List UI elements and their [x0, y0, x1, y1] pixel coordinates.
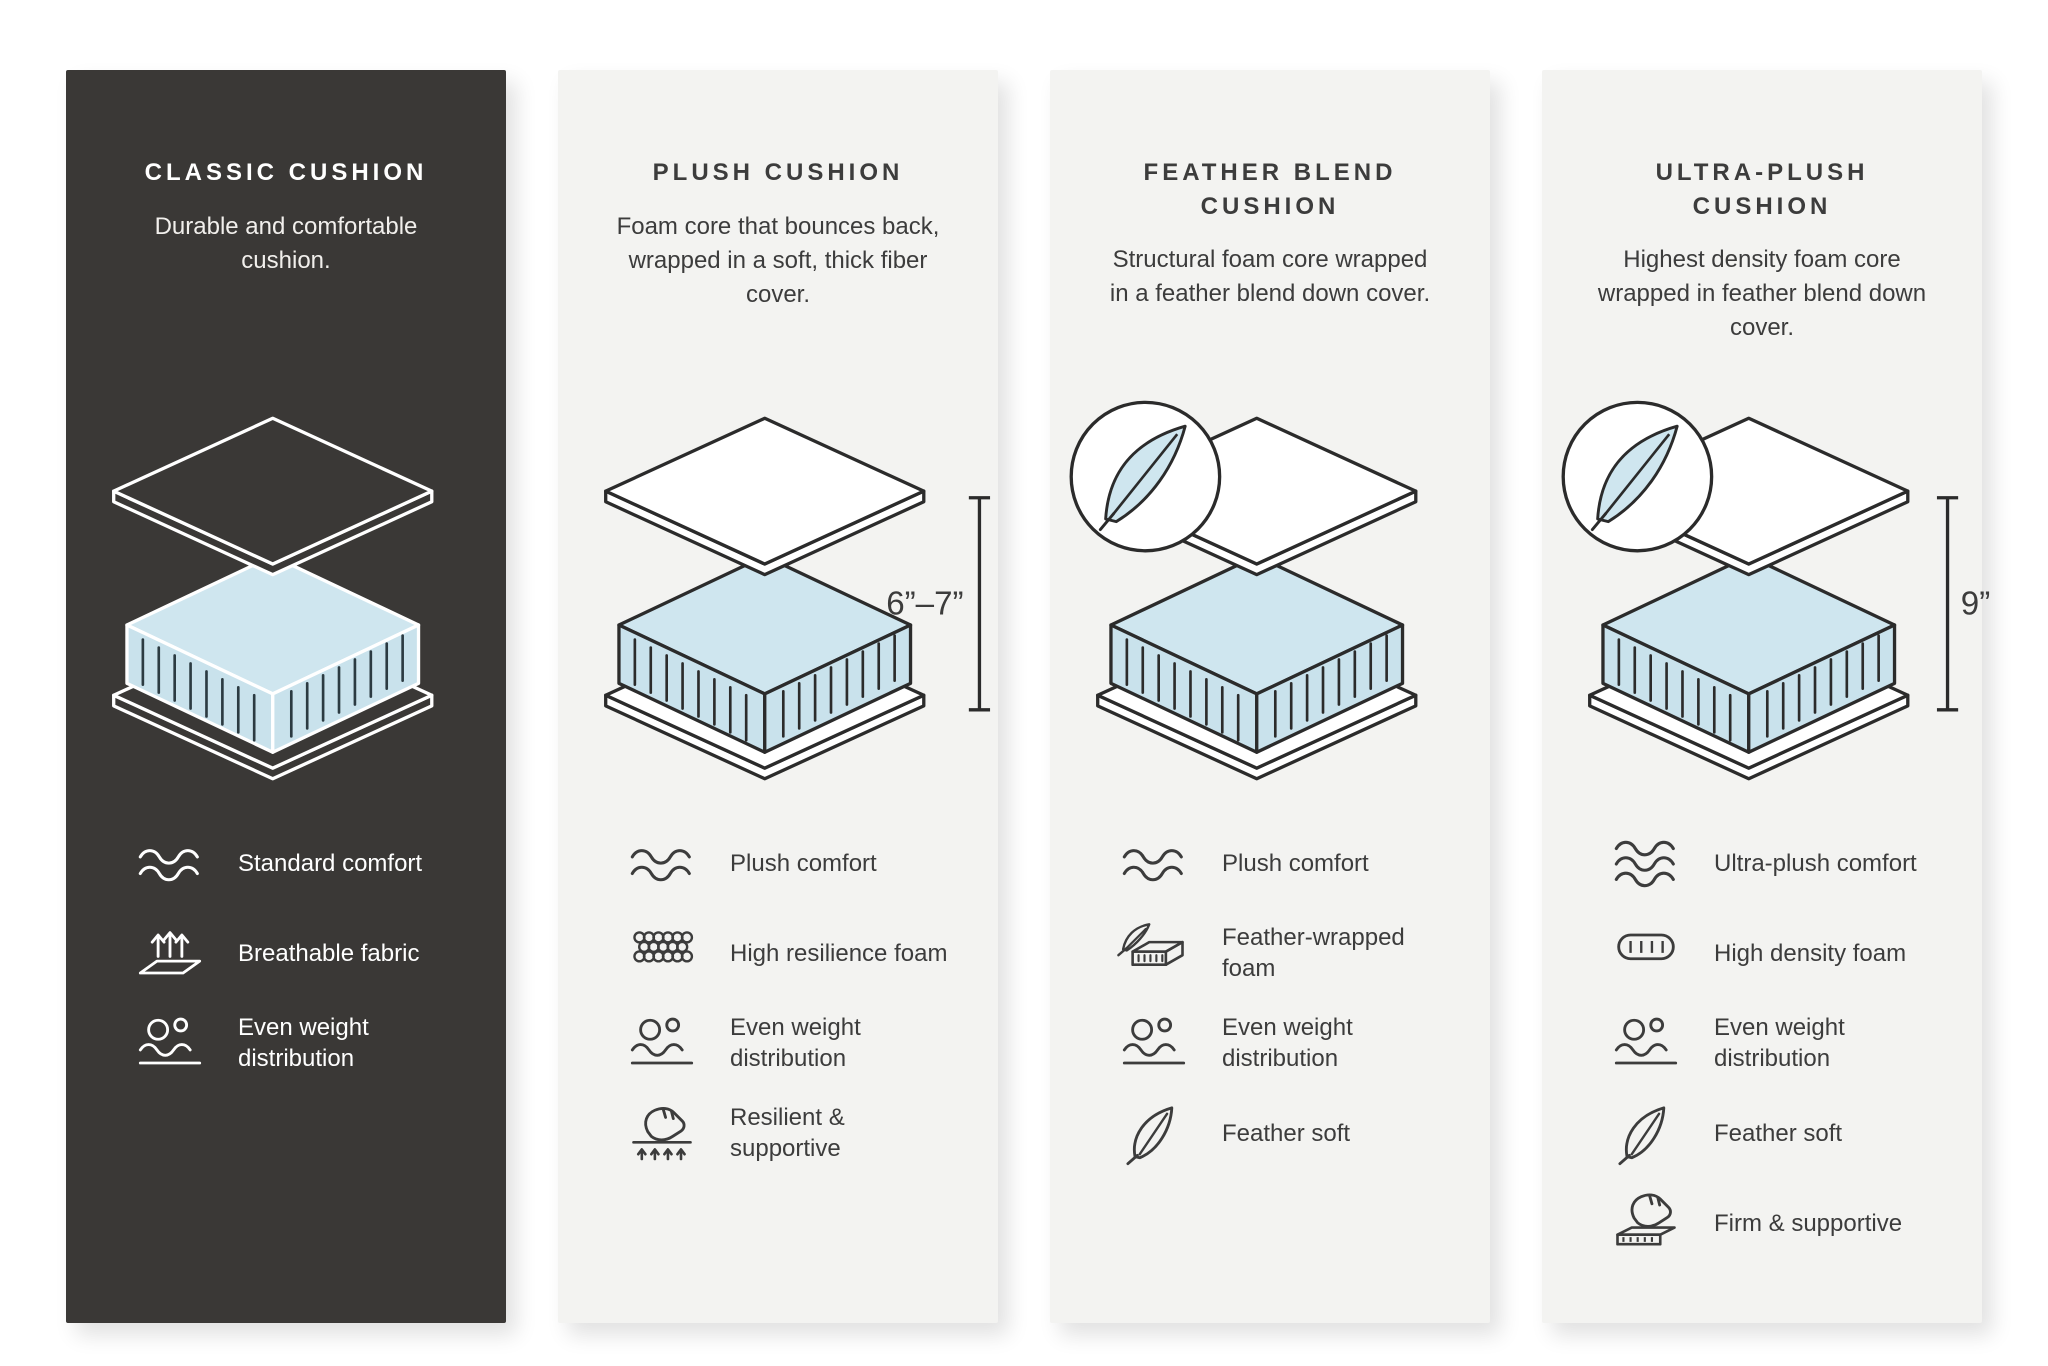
card-description: Highest density foam core wrapped in fea… [1597, 246, 1927, 342]
weight-distribution-icon [622, 1013, 702, 1075]
waves-icon [130, 833, 210, 895]
feature-list: Ultra-plush comfort High density foam Ev… [1542, 833, 1982, 1255]
feature-label: Feather soft [1222, 1119, 1351, 1147]
card-header: FEATHER BLEND CUSHION Structural foam co… [1050, 70, 1490, 405]
feature-label: High density foam [1714, 939, 1907, 967]
card-description: Foam core that bounces back, wrapped in … [616, 212, 940, 308]
waves-icon [622, 833, 702, 895]
cushion-layers-icon: 9” [1561, 400, 1990, 792]
feather-icon [1114, 1103, 1194, 1166]
card-feather-blend-cushion: FEATHER BLEND CUSHION Structural foam co… [1050, 70, 1490, 1323]
feather-badge-icon [1069, 400, 1222, 553]
hand-press-icon [622, 1103, 702, 1165]
feature-label: Resilient & supportive [730, 1104, 845, 1162]
feature-label: Even weight distribution [1714, 1014, 1845, 1072]
dimension-label: 6”–7” [886, 585, 963, 622]
cushion-illustration: 9” [1542, 400, 1990, 797]
card-title: PLUSH CUSHION [652, 159, 904, 186]
feature-row: Plush comfort [1114, 833, 1464, 895]
feature-row: High density foam [1606, 923, 1956, 985]
feature-row: Breathable fabric [130, 923, 480, 985]
feature-row: Feather soft [1114, 1103, 1464, 1166]
card-plush-cushion: PLUSH CUSHION Foam core that bounces bac… [558, 70, 998, 1323]
dimension-label: 9” [1961, 585, 1990, 622]
feature-row: Firm & supportive [1606, 1193, 1956, 1255]
feature-label: Even weight distribution [730, 1014, 861, 1072]
cushion-layers-icon [42, 405, 530, 792]
feature-label: Feather-wrapped foam [1222, 924, 1405, 982]
waves-icon [1114, 833, 1194, 895]
feature-label: Breathable fabric [238, 939, 420, 967]
breathable-fabric-icon [130, 923, 210, 985]
card-description: Structural foam core wrapped in a feathe… [1109, 246, 1431, 308]
feature-row: Standard comfort [130, 833, 480, 895]
feather-foam-icon [1114, 923, 1194, 985]
cushion-comparison: CLASSIC CUSHION Durable and comfortable … [66, 70, 1990, 1323]
feature-row: High resilience foam [622, 923, 972, 985]
card-header: ULTRA-PLUSH CUSHION Highest density foam… [1542, 70, 1982, 405]
feature-row: Even weight distribution [1606, 1013, 1956, 1075]
feature-list: Plush comfort High resilience foam Even … [558, 833, 998, 1165]
card-header: CLASSIC CUSHION Durable and comfortable … [66, 70, 506, 405]
card-title: FEATHER BLEND CUSHION [1143, 159, 1397, 220]
card-title: CLASSIC CUSHION [144, 159, 428, 186]
feature-row: Plush comfort [622, 833, 972, 895]
feature-label: Even weight distribution [1222, 1014, 1353, 1072]
weight-distribution-icon [130, 1013, 210, 1075]
card-description: Durable and comfortable cushion. [154, 212, 418, 274]
card-ultra-plush-cushion: ULTRA-PLUSH CUSHION Highest density foam… [1542, 70, 1990, 1323]
card-classic-cushion: CLASSIC CUSHION Durable and comfortable … [66, 70, 506, 1323]
cushion-layers-icon [1069, 400, 1514, 792]
weight-distribution-icon [1606, 1013, 1686, 1075]
feature-row: Even weight distribution [622, 1013, 972, 1075]
feature-label: High resilience foam [730, 939, 948, 967]
feature-label: Plush comfort [730, 849, 877, 877]
feature-label: Firm & supportive [1714, 1209, 1903, 1237]
dimension-indicator: 9” [1936, 496, 1990, 712]
cushion-illustration: 6”–7” [558, 405, 998, 797]
feature-label: Ultra-plush comfort [1714, 849, 1917, 877]
feature-row: Ultra-plush comfort [1606, 833, 1956, 895]
cushion-illustration [66, 405, 506, 797]
feature-label: Feather soft [1714, 1119, 1843, 1147]
firm-support-icon [1606, 1193, 1686, 1255]
feature-row: Even weight distribution [130, 1013, 480, 1075]
feature-label: Plush comfort [1222, 849, 1369, 877]
feather-badge-icon [1561, 400, 1714, 553]
feature-label: Standard comfort [238, 849, 423, 877]
card-title: ULTRA-PLUSH CUSHION [1655, 159, 1869, 220]
feather-icon [1606, 1103, 1686, 1166]
cushion-illustration [1050, 400, 1490, 797]
feature-row: Feather-wrapped foam [1114, 923, 1464, 985]
card-header: PLUSH CUSHION Foam core that bounces bac… [558, 70, 998, 405]
feature-label: Even weight distribution [238, 1014, 369, 1072]
dimension-indicator: 6”–7” [886, 496, 991, 712]
feature-list: Standard comfort Breathable fabric Even … [66, 833, 506, 1075]
feature-row: Resilient & supportive [622, 1103, 972, 1165]
cushion-layers-icon: 6”–7” [534, 405, 991, 792]
feature-row: Feather soft [1606, 1103, 1956, 1166]
density-foam-icon [1606, 923, 1686, 985]
weight-distribution-icon [1114, 1013, 1194, 1075]
resilience-foam-icon [622, 923, 702, 985]
waves-3-icon [1606, 833, 1686, 895]
feature-list: Plush comfort Feather-wrapped foam Even … [1050, 833, 1490, 1166]
feature-row: Even weight distribution [1114, 1013, 1464, 1075]
